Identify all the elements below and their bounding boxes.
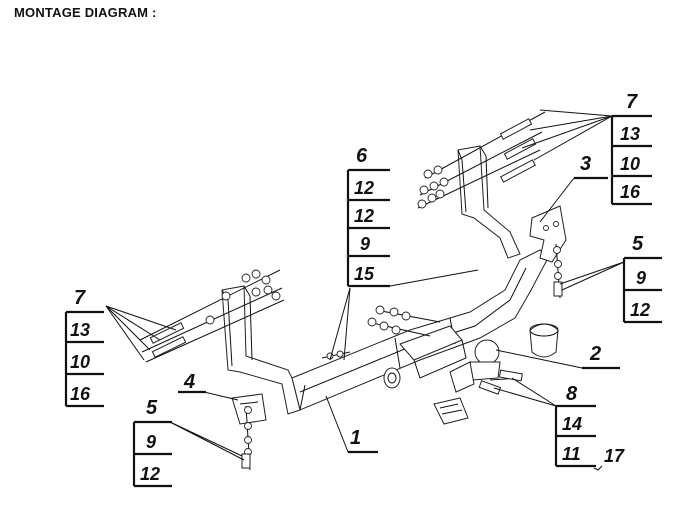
- bolts-left: [139, 269, 285, 363]
- label-7-right-row-3: 16: [620, 182, 641, 202]
- label-8-row-2: 11: [562, 444, 581, 464]
- label-6-row-3: 9: [360, 234, 370, 254]
- label-group-5-right: 5 9 12: [622, 233, 662, 324]
- label-group-7-right: 7 13 10 16: [610, 91, 652, 206]
- label-7-left: 7: [74, 287, 86, 309]
- label-7-right-row-2: 10: [620, 154, 640, 174]
- label-5-right-row-1: 9: [636, 268, 646, 288]
- right-side-bracket: [457, 145, 521, 259]
- label-8-row-1: 14: [562, 414, 582, 434]
- tow-bar-beam: [291, 249, 549, 411]
- label-group-8: 8 14 11 17: [554, 383, 625, 468]
- label-17: 17: [604, 446, 625, 466]
- label-group-5-left: 5 9 12: [132, 397, 172, 488]
- label-6: 6: [356, 145, 368, 167]
- bolts-middle: [321, 305, 441, 360]
- label-7-left-row-2: 10: [70, 352, 90, 372]
- label-6-row-4: 15: [354, 264, 375, 284]
- label-1: 1: [350, 427, 361, 449]
- bolts-lower-right: [478, 369, 523, 395]
- label-6-row-1: 12: [354, 178, 374, 198]
- label-2: 2: [589, 343, 601, 365]
- leader-lines: [105, 109, 625, 471]
- socket-holder: [433, 397, 469, 425]
- page-title: MONTAGE DIAGRAM :: [14, 5, 157, 20]
- label-3: 3: [580, 153, 591, 175]
- vertical-bolts-left: [241, 405, 252, 471]
- vertical-bolts-right: [553, 243, 563, 299]
- label-6-row-2: 12: [354, 206, 374, 226]
- bolts-upper-right: [417, 111, 546, 209]
- coupler: [383, 367, 401, 389]
- label-4: 4: [183, 371, 195, 393]
- label-8: 8: [566, 383, 578, 405]
- label-group-7-left: 7 13 10 16: [64, 287, 104, 408]
- label-5-left-row-1: 9: [146, 432, 156, 452]
- label-7-left-row-1: 13: [70, 320, 90, 340]
- label-5-right-row-2: 12: [630, 300, 650, 320]
- tow-ball: [449, 323, 559, 393]
- label-group-6: 6 12 12 9 15: [346, 145, 390, 288]
- label-5-left-row-2: 12: [140, 464, 160, 484]
- label-5-left: 5: [146, 397, 158, 419]
- label-5-right: 5: [632, 233, 644, 255]
- label-7-right: 7: [626, 91, 638, 113]
- label-7-right-row-1: 13: [620, 124, 640, 144]
- label-7-left-row-3: 16: [70, 384, 91, 404]
